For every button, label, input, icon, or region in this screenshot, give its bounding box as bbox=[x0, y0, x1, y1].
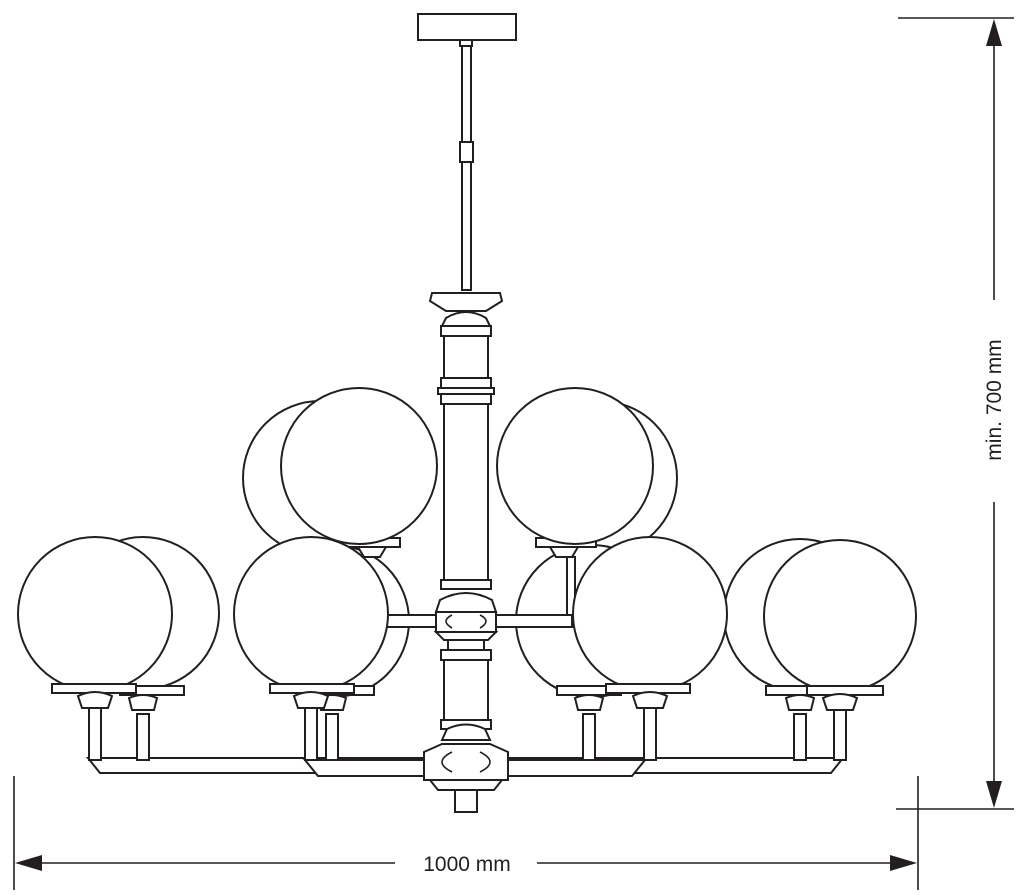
arrow-left-icon bbox=[15, 855, 42, 871]
ceiling-canopy bbox=[417, 13, 517, 47]
middle-hub bbox=[433, 592, 499, 651]
lower-stems-front bbox=[51, 683, 884, 761]
globe-front-lower-inner-right bbox=[572, 536, 728, 692]
central-column bbox=[437, 325, 495, 590]
globe-front-lower-inner-left bbox=[233, 536, 389, 692]
globe-front-lower-far-right bbox=[763, 539, 917, 693]
lower-column bbox=[440, 649, 492, 741]
bottom-hub bbox=[423, 743, 509, 813]
height-dimension: min. 700 mm bbox=[896, 17, 1014, 810]
globe-front-upper-left bbox=[280, 387, 438, 545]
top-plate bbox=[428, 292, 504, 327]
arrow-right-icon bbox=[890, 855, 917, 871]
suspension-rod bbox=[459, 45, 474, 291]
width-dimension: 1000 mm bbox=[13, 776, 919, 890]
arrow-down-icon bbox=[986, 781, 1002, 808]
upper-arms bbox=[384, 614, 573, 628]
arrow-up-icon bbox=[986, 19, 1002, 46]
globe-front-upper-right bbox=[496, 387, 654, 545]
lower-frame bbox=[85, 757, 846, 777]
globe-front-lower-far-left bbox=[17, 536, 173, 692]
front-globes-lower bbox=[17, 536, 917, 693]
width-label: 1000 mm bbox=[423, 853, 511, 876]
front-globes-upper bbox=[280, 387, 654, 545]
height-label: min. 700 mm bbox=[983, 339, 1006, 460]
